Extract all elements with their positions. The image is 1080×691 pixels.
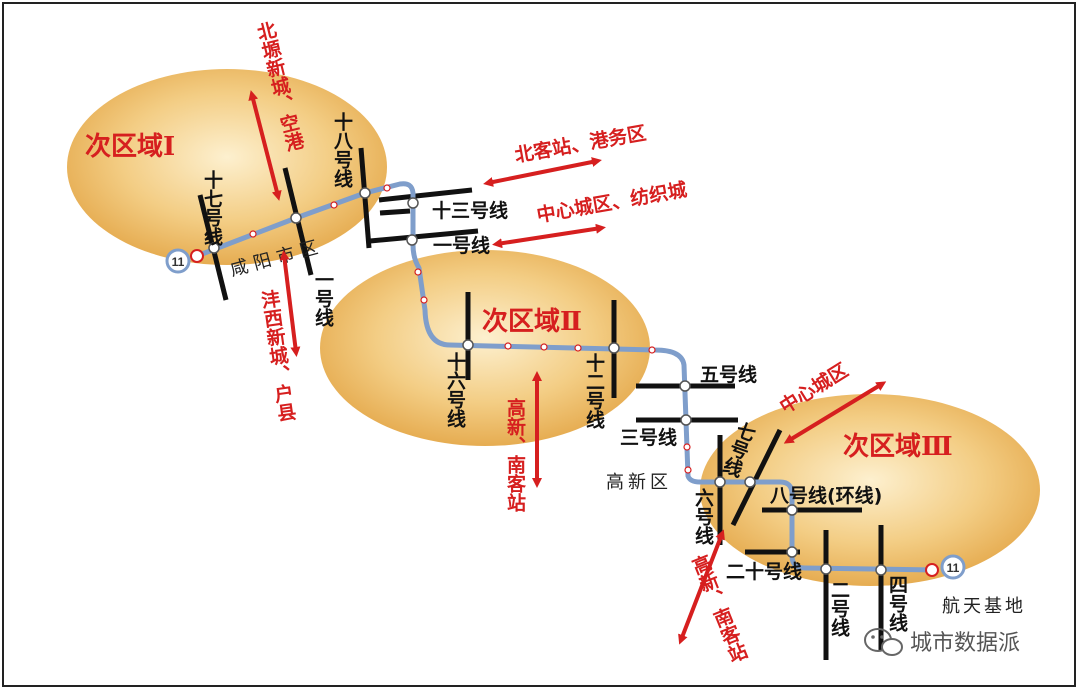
arrow-fengxi	[279, 250, 301, 357]
watermark-text: 城市数据派	[910, 631, 1020, 656]
station[interactable]	[540, 343, 548, 351]
line13-label: 十三号线	[432, 199, 508, 222]
station[interactable]	[820, 563, 832, 575]
line8-label: 八号线(环线)	[770, 484, 882, 507]
station[interactable]	[330, 201, 338, 209]
station[interactable]	[414, 268, 422, 276]
line13-bar-b	[379, 208, 411, 216]
station[interactable]	[683, 443, 691, 451]
gaoxin-label: 高新区	[606, 472, 672, 493]
station[interactable]	[680, 414, 692, 426]
line18-label: 十八号线	[331, 111, 353, 188]
station[interactable]	[290, 212, 302, 224]
north-station-text: 北客站、港务区	[513, 121, 648, 167]
station[interactable]	[190, 249, 204, 263]
station[interactable]	[714, 476, 726, 488]
watermark: 城市数据派	[864, 628, 1020, 656]
wechat-icon	[864, 628, 903, 656]
line12-label: 十二号线	[583, 352, 605, 429]
stations	[190, 184, 939, 577]
station[interactable]	[684, 466, 692, 474]
line4-label: 四号线	[886, 575, 908, 632]
arrow-gaoxin-south2	[678, 529, 725, 645]
station[interactable]	[359, 187, 371, 199]
gaoxin-south1-text: 高新、南客站	[504, 397, 526, 513]
arrow-center-textile	[492, 223, 606, 249]
terminal-west[interactable]: 11	[165, 248, 191, 274]
station[interactable]	[786, 546, 798, 558]
zone-1-label: 次区域Ⅰ	[85, 132, 175, 162]
terminal-east[interactable]: 11	[940, 554, 966, 580]
arrow-north-station	[483, 157, 602, 187]
terminal-east-label: 11	[947, 561, 960, 575]
station[interactable]	[679, 380, 691, 392]
line1-vert-label: 一号线	[312, 270, 334, 327]
line20-label: 二十号线	[726, 560, 802, 583]
line13-bar	[378, 187, 473, 203]
station[interactable]	[648, 346, 656, 354]
station[interactable]	[875, 564, 887, 576]
line5-label: 五号线	[700, 363, 757, 386]
station[interactable]	[786, 504, 798, 516]
line17-label: 十七号线	[201, 169, 223, 246]
direction-arrows	[248, 90, 887, 645]
station[interactable]	[925, 563, 939, 577]
arrow-north-airport	[248, 90, 282, 201]
arrow-center	[783, 381, 887, 444]
line16-label: 十六号线	[444, 351, 466, 428]
station[interactable]	[406, 234, 418, 246]
center-textile-text: 中心城区、纺织城	[535, 178, 689, 227]
zone-3-label: 次区域Ⅲ	[843, 432, 953, 462]
station[interactable]	[208, 242, 220, 254]
line3-label: 三号线	[620, 426, 677, 449]
station[interactable]	[608, 342, 620, 354]
zone-2-label: 次区域Ⅱ	[482, 307, 582, 337]
line11-route	[194, 181, 938, 573]
station[interactable]	[249, 230, 257, 238]
line1-label: 一号线	[433, 234, 490, 257]
line7-bar	[730, 428, 783, 527]
line2-label: 二号线	[828, 580, 850, 637]
station[interactable]	[744, 476, 756, 488]
line1-bar	[369, 228, 479, 244]
terminal-west-label: 11	[172, 255, 185, 269]
aerospace-label: 航天基地	[942, 596, 1026, 617]
station[interactable]	[504, 342, 512, 350]
station[interactable]	[574, 344, 582, 352]
station[interactable]	[407, 197, 419, 209]
station[interactable]	[420, 296, 428, 304]
station[interactable]	[383, 184, 391, 192]
line6-label: 六号线	[692, 487, 714, 545]
station[interactable]	[462, 339, 474, 351]
